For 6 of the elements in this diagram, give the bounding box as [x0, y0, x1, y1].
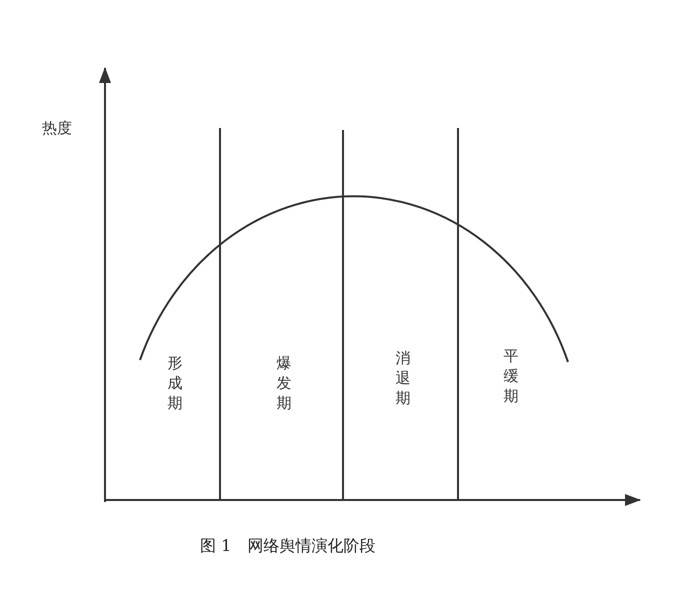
phase-label: 形成期 [167, 353, 183, 413]
phase-label: 平缓期 [503, 346, 519, 406]
phase-label: 消退期 [395, 348, 411, 408]
phase-label: 爆发期 [276, 353, 292, 413]
axis-label: 热度 [42, 118, 72, 138]
caption: 图 1 网络舆情演化阶段 [200, 536, 376, 557]
